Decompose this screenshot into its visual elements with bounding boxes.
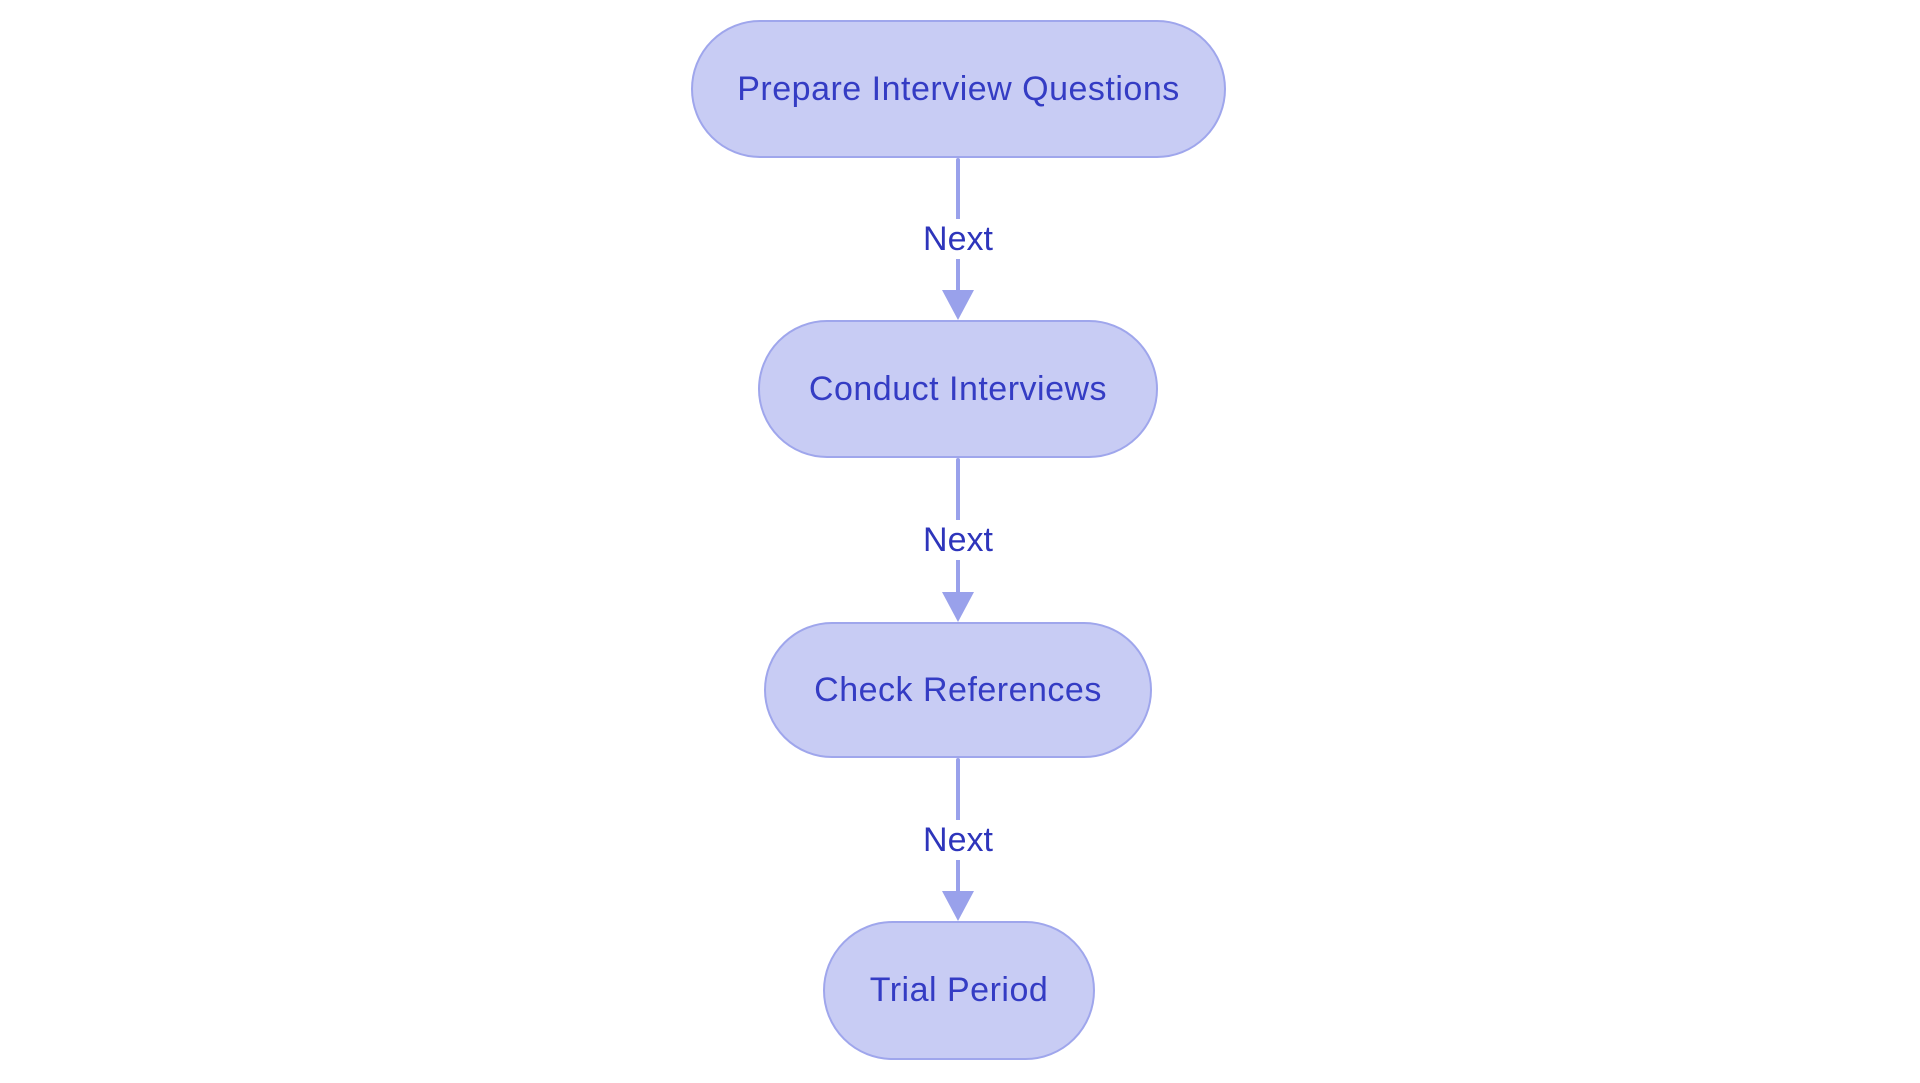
- node-label: Prepare Interview Questions: [737, 69, 1180, 108]
- flowchart-node-trial-period: Trial Period: [823, 921, 1095, 1060]
- flowchart-node-conduct-interviews: Conduct Interviews: [758, 320, 1158, 458]
- node-label: Trial Period: [869, 971, 1049, 1009]
- flowchart-node-check-references: Check References: [764, 622, 1152, 758]
- node-label: Conduct Interviews: [808, 369, 1108, 408]
- edge-label: Next: [915, 819, 1001, 860]
- node-label: Check References: [814, 670, 1102, 709]
- edge-label: Next: [915, 219, 1001, 259]
- edge-prepare-to-conduct: Next: [915, 158, 1001, 320]
- edge-conduct-to-check: Next: [915, 458, 1001, 622]
- flowchart-node-prepare-interview-questions: Prepare Interview Questions: [691, 20, 1226, 158]
- arrow-down-icon: [942, 290, 974, 320]
- edge-check-to-trial: Next: [915, 758, 1001, 921]
- arrow-down-icon: [942, 891, 974, 921]
- edge-label: Next: [915, 520, 1001, 560]
- arrow-down-icon: [942, 592, 974, 622]
